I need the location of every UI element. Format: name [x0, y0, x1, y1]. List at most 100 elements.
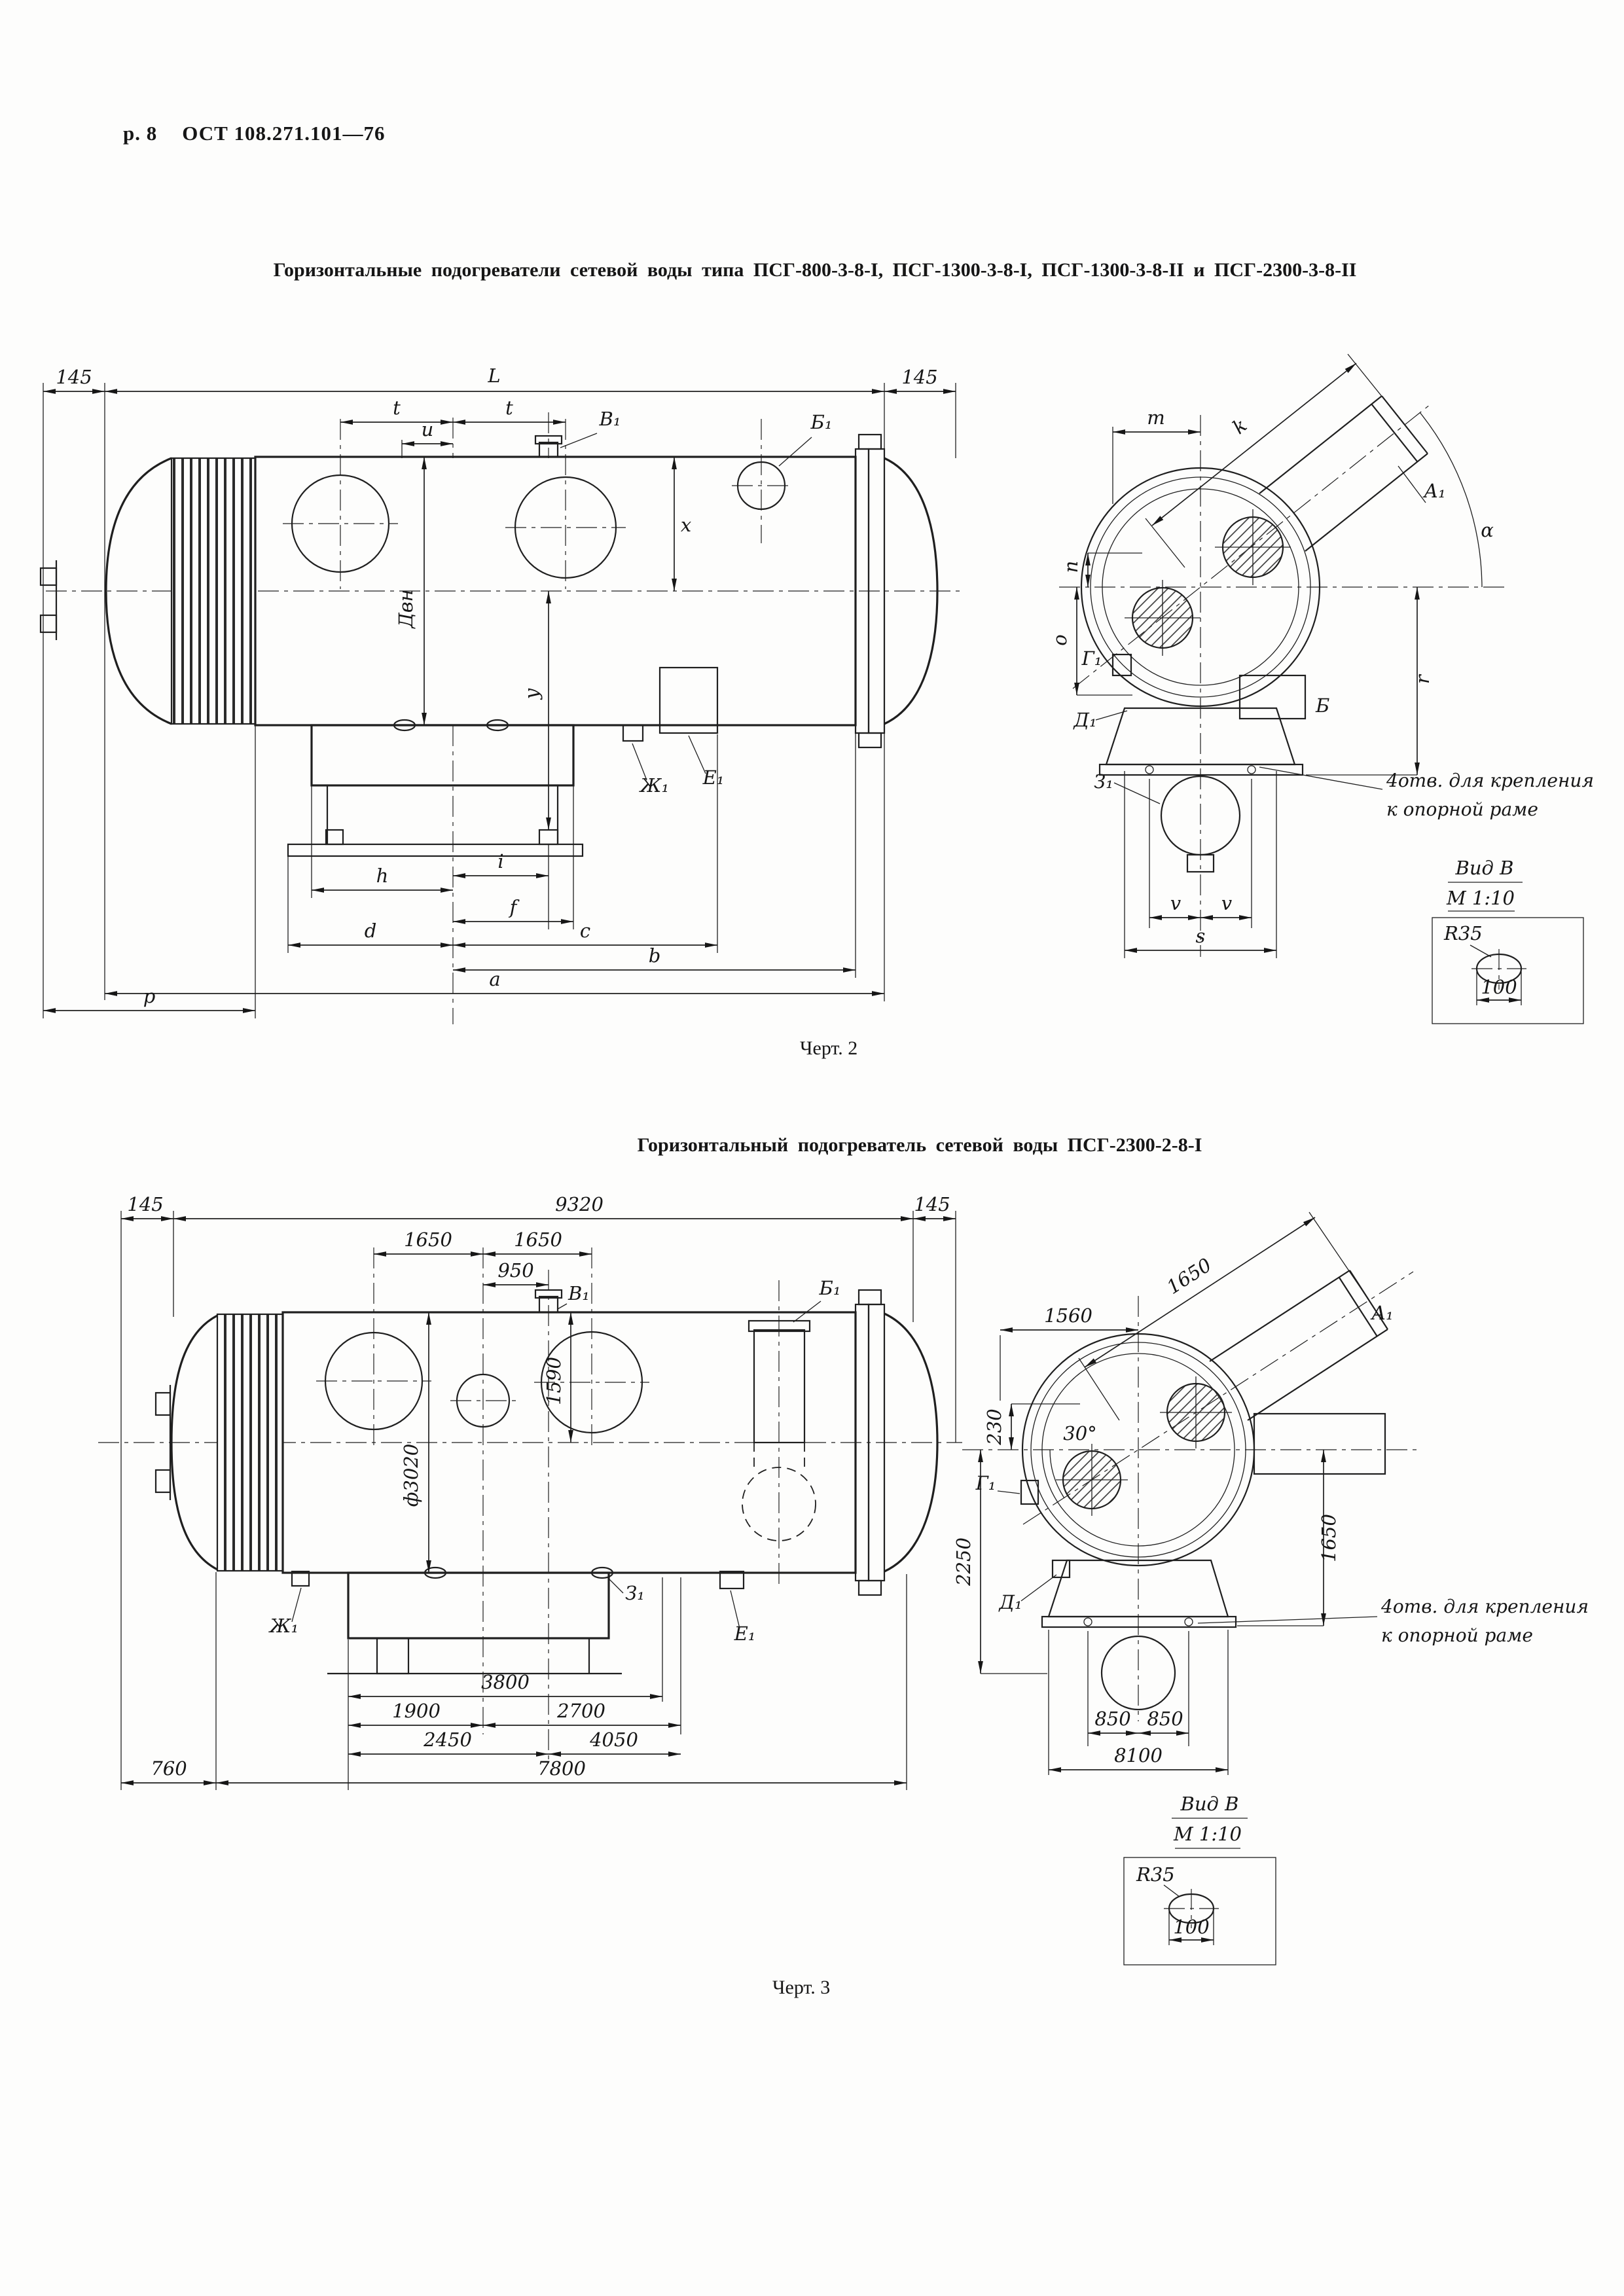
nozzle-d1-label: Д₁	[998, 1591, 1022, 1613]
dim-145-right: 145	[901, 366, 937, 388]
mounting-note-line1: 4отв. для крепления	[1386, 770, 1594, 791]
dim-3800: 3800	[481, 1671, 530, 1693]
dim-1650-a: 1650	[404, 1229, 452, 1251]
detail-100-label: 100	[1481, 976, 1517, 998]
dim-t1: t	[393, 397, 401, 419]
view-b-label: Вид В	[1455, 857, 1514, 879]
detail-frame	[1432, 917, 1584, 1024]
nozzle-a1-label: А₁	[1422, 480, 1446, 502]
dim-1650-pipe: 1650	[1163, 1253, 1215, 1299]
steam-pipe	[1305, 453, 1428, 552]
dim-x: x	[681, 514, 691, 536]
nozzle-e1-stub	[719, 1570, 745, 1590]
support-saddle	[310, 724, 575, 787]
dim-n: n	[1060, 561, 1082, 573]
detail-r35-label: R35	[1443, 922, 1483, 944]
nozzle-d1-label: Д₁	[1072, 709, 1096, 731]
view-b-label: Вид В	[1180, 1793, 1239, 1815]
figure3-detail-view: R35 100	[1123, 1857, 1276, 1965]
dim-t2: t	[505, 397, 513, 419]
mounting-note-line1: 4отв. для крепления	[1380, 1596, 1589, 1617]
dim-s: s	[1196, 925, 1206, 947]
figure3-title: Горизонтальный подогреватель сетевой вод…	[637, 1134, 1202, 1156]
dim-v1: v	[1170, 892, 1182, 914]
figure3-caption: Черт. 3	[772, 1977, 831, 1998]
figure2-elevation: 145 L 145 t t u В₁ Б₁ x Двн y Ж₁ Е₁ i h …	[39, 365, 962, 1024]
dim-a: a	[489, 968, 500, 990]
detail-frame	[1123, 1857, 1276, 1965]
dim-1560: 1560	[1044, 1304, 1092, 1327]
angle-alpha: α	[1481, 519, 1494, 541]
dim-1650-b: 1650	[514, 1229, 562, 1251]
figure2-end-view: k m n o α А₁ Г₁ Д₁ З₁ Б r 4отв. для креп…	[1049, 353, 1594, 958]
dim-o: o	[1049, 634, 1071, 645]
dim-7800: 7800	[537, 1757, 586, 1780]
figure3-elevation: В₁ Б₁ Ж₁ З₁ Е₁ ф3020 1590 145 9320 145 1…	[98, 1193, 962, 1790]
end-support-base	[1041, 1615, 1237, 1628]
support-saddle	[347, 1571, 610, 1640]
nozzle-g1-label: Г₁	[1081, 647, 1102, 670]
bottom-nozzle	[1100, 1635, 1176, 1711]
nozzle-zh1-stub	[622, 724, 644, 742]
nozzle-e1-label: Е₁	[734, 1623, 756, 1645]
nozzle-a1-label: А₁	[1370, 1302, 1394, 1324]
dim-1590: 1590	[543, 1357, 565, 1405]
dim-9320: 9320	[555, 1193, 604, 1215]
dim-760: 760	[151, 1757, 187, 1780]
dim-r: r	[1411, 673, 1434, 684]
dim-f3020: ф3020	[400, 1444, 422, 1507]
dim-950: 950	[497, 1259, 533, 1282]
expansion-joint	[216, 1313, 284, 1572]
angle-30: 30°	[1063, 1422, 1096, 1444]
nozzle-e1-label: Е₁	[702, 766, 725, 789]
right-head	[884, 1312, 939, 1573]
nozzle-z1-label: З₁	[1094, 770, 1113, 793]
label-b: Б	[1315, 694, 1329, 717]
dim-145-right: 145	[914, 1193, 950, 1215]
dim-v2: v	[1221, 892, 1233, 914]
page-number: р. 8	[123, 122, 158, 145]
nozzle-zh1-label: Ж₁	[268, 1615, 298, 1637]
nozzle-z1-label: З₁	[625, 1582, 645, 1604]
dim-230: 230	[983, 1408, 1005, 1445]
dim-k: k	[1228, 414, 1251, 439]
view-b-scale: М 1:10	[1446, 887, 1515, 909]
dim-p: p	[143, 985, 156, 1007]
support-base	[287, 843, 584, 857]
dim-8100: 8100	[1114, 1744, 1163, 1767]
nozzle-v1-label: В₁	[599, 408, 621, 430]
mounting-note-line2: к опорной раме	[1386, 798, 1538, 820]
dim-1650-r: 1650	[1318, 1514, 1340, 1562]
left-head	[170, 1314, 218, 1571]
dim-145-left: 145	[56, 366, 92, 388]
dim-850-b: 850	[1147, 1708, 1183, 1730]
dim-y: y	[520, 688, 543, 700]
dim-i: i	[497, 850, 503, 872]
figure2-title: Горизонтальные подогреватели сетевой вод…	[273, 259, 1357, 281]
dim-u: u	[422, 418, 434, 440]
nozzle-zh1-label: Ж₁	[639, 774, 669, 797]
dim-m: m	[1147, 406, 1165, 429]
dim-d: d	[365, 920, 377, 942]
nozzle-b1-label: Б₁	[810, 411, 833, 433]
nozzle-d1-stub	[1051, 1559, 1071, 1579]
dim-f: f	[509, 896, 520, 918]
left-head	[105, 457, 172, 725]
dim-850-a: 850	[1094, 1708, 1130, 1730]
nozzle-zh1-stub	[291, 1570, 310, 1587]
nozzle-b1-label: Б₁	[819, 1277, 841, 1299]
end-support-base	[1098, 763, 1304, 776]
nozzle-g1-stub	[1111, 653, 1132, 677]
dim-h: h	[376, 865, 389, 887]
nozzle-v1-label: В₁	[568, 1282, 590, 1304]
dim-c: c	[580, 920, 590, 942]
nozzle-b-box	[1238, 674, 1307, 720]
figure2-detail-view: R35 100	[1432, 917, 1584, 1024]
dim-b: b	[649, 944, 661, 967]
dim-2450: 2450	[423, 1729, 472, 1751]
dim-145-left: 145	[127, 1193, 163, 1215]
dim-dvn: Двн	[395, 589, 417, 630]
view-b-scale: М 1:10	[1173, 1823, 1242, 1845]
